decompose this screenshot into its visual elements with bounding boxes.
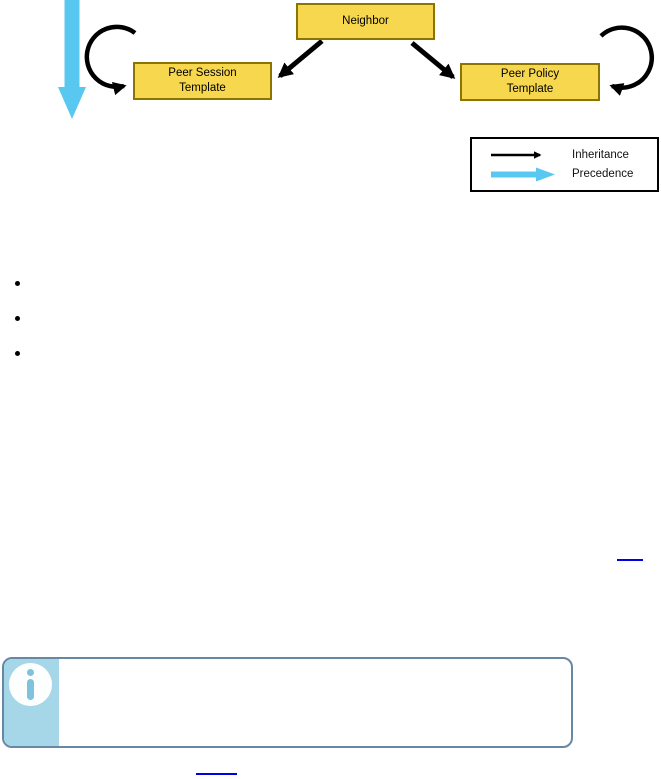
list-item-bullet [15,281,20,286]
node-peer-session-label-line1: Peer Session [168,67,237,80]
self-loop-right-icon [599,25,654,96]
node-neighbor-label: Neighbor [342,15,389,28]
node-peer-policy-template: Peer Policy Template [460,63,600,101]
self-loop-left-icon [84,24,137,96]
node-peer-session-label-line2: Template [179,82,226,94]
info-note [2,657,573,748]
list-item-bullet [15,316,20,321]
info-icon-bar [27,679,34,700]
node-peer-policy-label-line1: Peer Policy [500,68,560,81]
node-neighbor: Neighbor [296,3,435,40]
legend-label-precedence: Precedence [572,168,634,180]
legend: Inheritance Precedence [470,137,659,192]
mid-page-link[interactable] [617,559,643,561]
inheritance-arrow-icon [491,151,542,159]
legend-label-inheritance: Inheritance [572,149,629,161]
inheritance-arrow-left [277,39,324,78]
diagram-arrows [58,0,654,119]
precedence-arrow-icon [491,167,555,181]
legend-row-inheritance: Inheritance [490,147,657,163]
node-peer-policy-label-line2: Template [506,83,554,95]
info-icon-dot [27,669,34,676]
precedence-arrow [58,0,86,119]
info-icon [9,663,52,706]
legend-row-precedence: Precedence [490,166,657,182]
bottom-page-link[interactable] [196,773,237,775]
node-peer-session-template: Peer Session Template [133,62,272,100]
inheritance-arrow-right [410,41,456,79]
list-item-bullet [15,351,20,356]
